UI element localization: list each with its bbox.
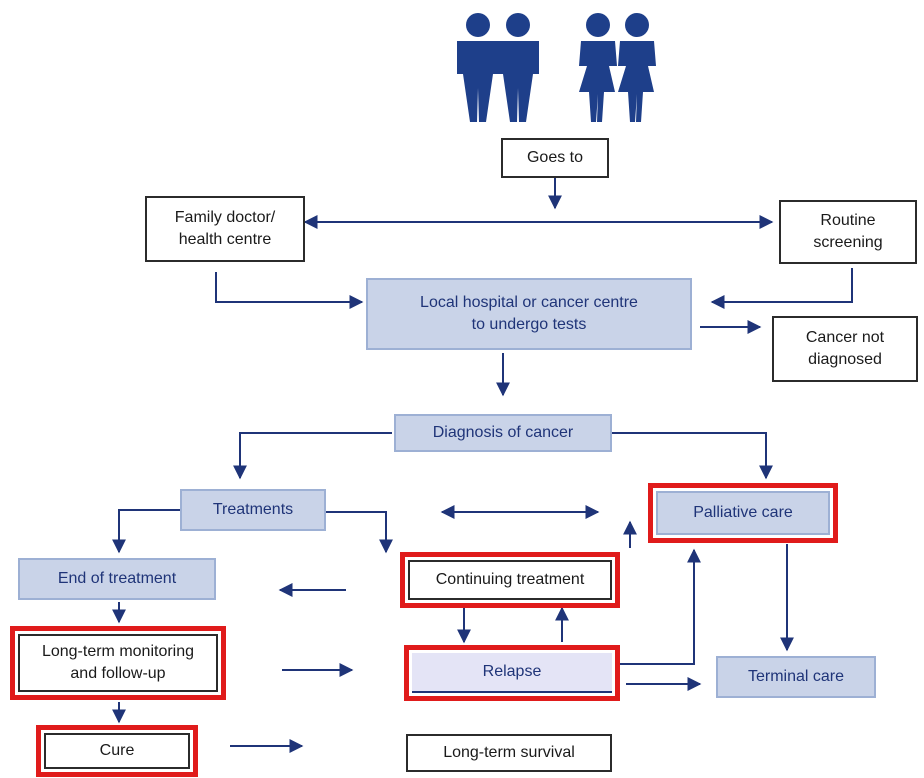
cancer-not-diagnosed-box: Cancer not diagnosed: [772, 316, 918, 382]
cure-box: Cure: [36, 725, 198, 777]
palliative-care-box: Palliative care: [648, 483, 838, 543]
end-of-treatment-box: End of treatment: [18, 558, 216, 600]
relapse-box: Relapse: [404, 645, 620, 701]
terminal-care-box: Terminal care: [716, 656, 876, 698]
diagnosis-box: Diagnosis of cancer: [394, 414, 612, 452]
people-icon: [457, 13, 656, 122]
routine-screening-box: Routine screening: [779, 200, 917, 264]
long-term-monitoring-box: Long-term monitoring and follow-up: [10, 626, 226, 700]
goes-to-box: Goes to: [501, 138, 609, 178]
long-term-survival-box: Long-term survival: [406, 734, 612, 772]
continuing-treatment-box: Continuing treatment: [400, 552, 620, 608]
treatments-box: Treatments: [180, 489, 326, 531]
local-hospital-box: Local hospital or cancer centre to under…: [366, 278, 692, 350]
family-doctor-box: Family doctor/ health centre: [145, 196, 305, 262]
flow-arrows: [112, 178, 853, 753]
